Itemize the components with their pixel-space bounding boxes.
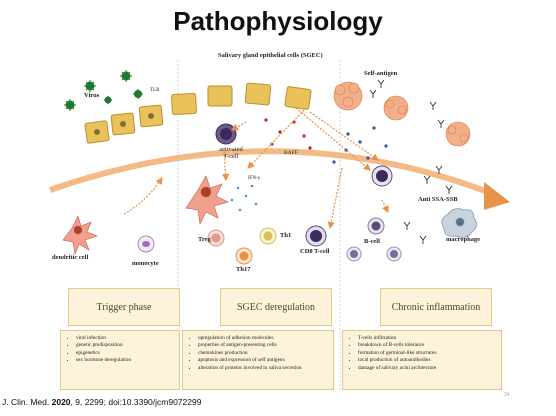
th1-label: Th1 <box>280 232 292 239</box>
cd8-tcell-label: CD8 T-cell <box>300 248 330 255</box>
ifn-gamma-label: IFN-γ <box>248 176 260 181</box>
list-item: chemokines production <box>198 350 327 356</box>
treg-label: Treg <box>198 236 211 243</box>
activated-tcell <box>215 123 237 145</box>
list-item: breakdown of B-cells tolerance <box>358 342 495 348</box>
t-cells <box>207 225 327 265</box>
sgec-label: Salivary gland epithelial cells (SGEC) <box>218 52 323 59</box>
phase-chronic-inflammation: Chronic inflammation <box>380 288 492 326</box>
baff-label: BAFF <box>284 150 298 156</box>
list-item: epigenetics <box>76 350 173 356</box>
monocyte <box>137 235 155 253</box>
monocyte-label: monocyte <box>132 260 159 267</box>
page-number: 34 <box>504 392 510 398</box>
trigger-details: viral infection genetic predisposition e… <box>60 330 180 390</box>
bcell-label: B-cell <box>364 238 380 245</box>
citation-journal: J. Clin. Med. <box>2 397 52 407</box>
dendritic-cell-2 <box>185 175 229 225</box>
list-item: T-cells infiltration <box>358 335 495 341</box>
page-title: Pathophysiology <box>173 6 383 36</box>
dendritic-cell <box>62 215 98 256</box>
list-item: viral infection <box>76 335 173 341</box>
virus-label: Virus <box>84 92 100 99</box>
citation: J. Clin. Med. 2020, 9, 2299; doi:10.3390… <box>2 397 201 407</box>
list-item: formation of germinal-like structures <box>358 350 495 356</box>
dendritic-cell-label: dendritic cell <box>52 254 89 261</box>
macrophage <box>441 208 477 238</box>
phase-trigger: Trigger phase <box>68 288 180 326</box>
list-item: properties of antigen-presenting cells <box>198 342 327 348</box>
list-item: upregulation of adhesion molecules <box>198 335 327 341</box>
progression-arrowhead <box>484 182 510 210</box>
list-item: genetic predisposition <box>76 342 173 348</box>
pathophysiology-figure: Salivary gland epithelial cells (SGEC) V… <box>48 50 514 392</box>
list-item: sex hormone deregulation <box>76 357 173 363</box>
b-cells <box>346 165 402 262</box>
virus-particles <box>64 70 143 111</box>
citation-rest: , 9, 2299; doi:10.3390/jcm9072299 <box>70 397 202 407</box>
list-item: damage of salivary acini architecture <box>358 365 495 371</box>
activated-tcell-label: activated T-cell <box>219 146 243 160</box>
ifn-dots <box>230 184 258 212</box>
signal-arrows <box>123 107 389 230</box>
list-item: apoptosis and expression of self antigen… <box>198 357 327 363</box>
sgec-details: upregulation of adhesion molecules prope… <box>182 330 334 390</box>
citation-year: 2020 <box>51 397 71 407</box>
baff-dots <box>264 118 312 150</box>
list-item: alteration of proteins involved in saliv… <box>198 365 327 371</box>
macrophage-label: macrophage <box>446 236 481 243</box>
tlr-label: TLR <box>150 88 160 93</box>
epithelial-cells <box>84 82 312 144</box>
phase-sgec-deregulation: SGEC deregulation <box>220 288 332 326</box>
figure-graphics <box>49 60 510 390</box>
self-antigen-label: Self-antigen <box>364 70 398 77</box>
self-antigen-clusters <box>333 81 471 147</box>
progression-arrow <box>49 148 498 198</box>
list-item: local production of autoantibodies <box>358 357 495 363</box>
th17-label: Th17 <box>236 266 251 273</box>
chemokine-dots <box>332 126 388 164</box>
anti-ssa-ssb-label: Anti SSA-SSB <box>418 196 458 203</box>
chronic-details: T-cells infiltration breakdown of B-cell… <box>342 330 502 390</box>
